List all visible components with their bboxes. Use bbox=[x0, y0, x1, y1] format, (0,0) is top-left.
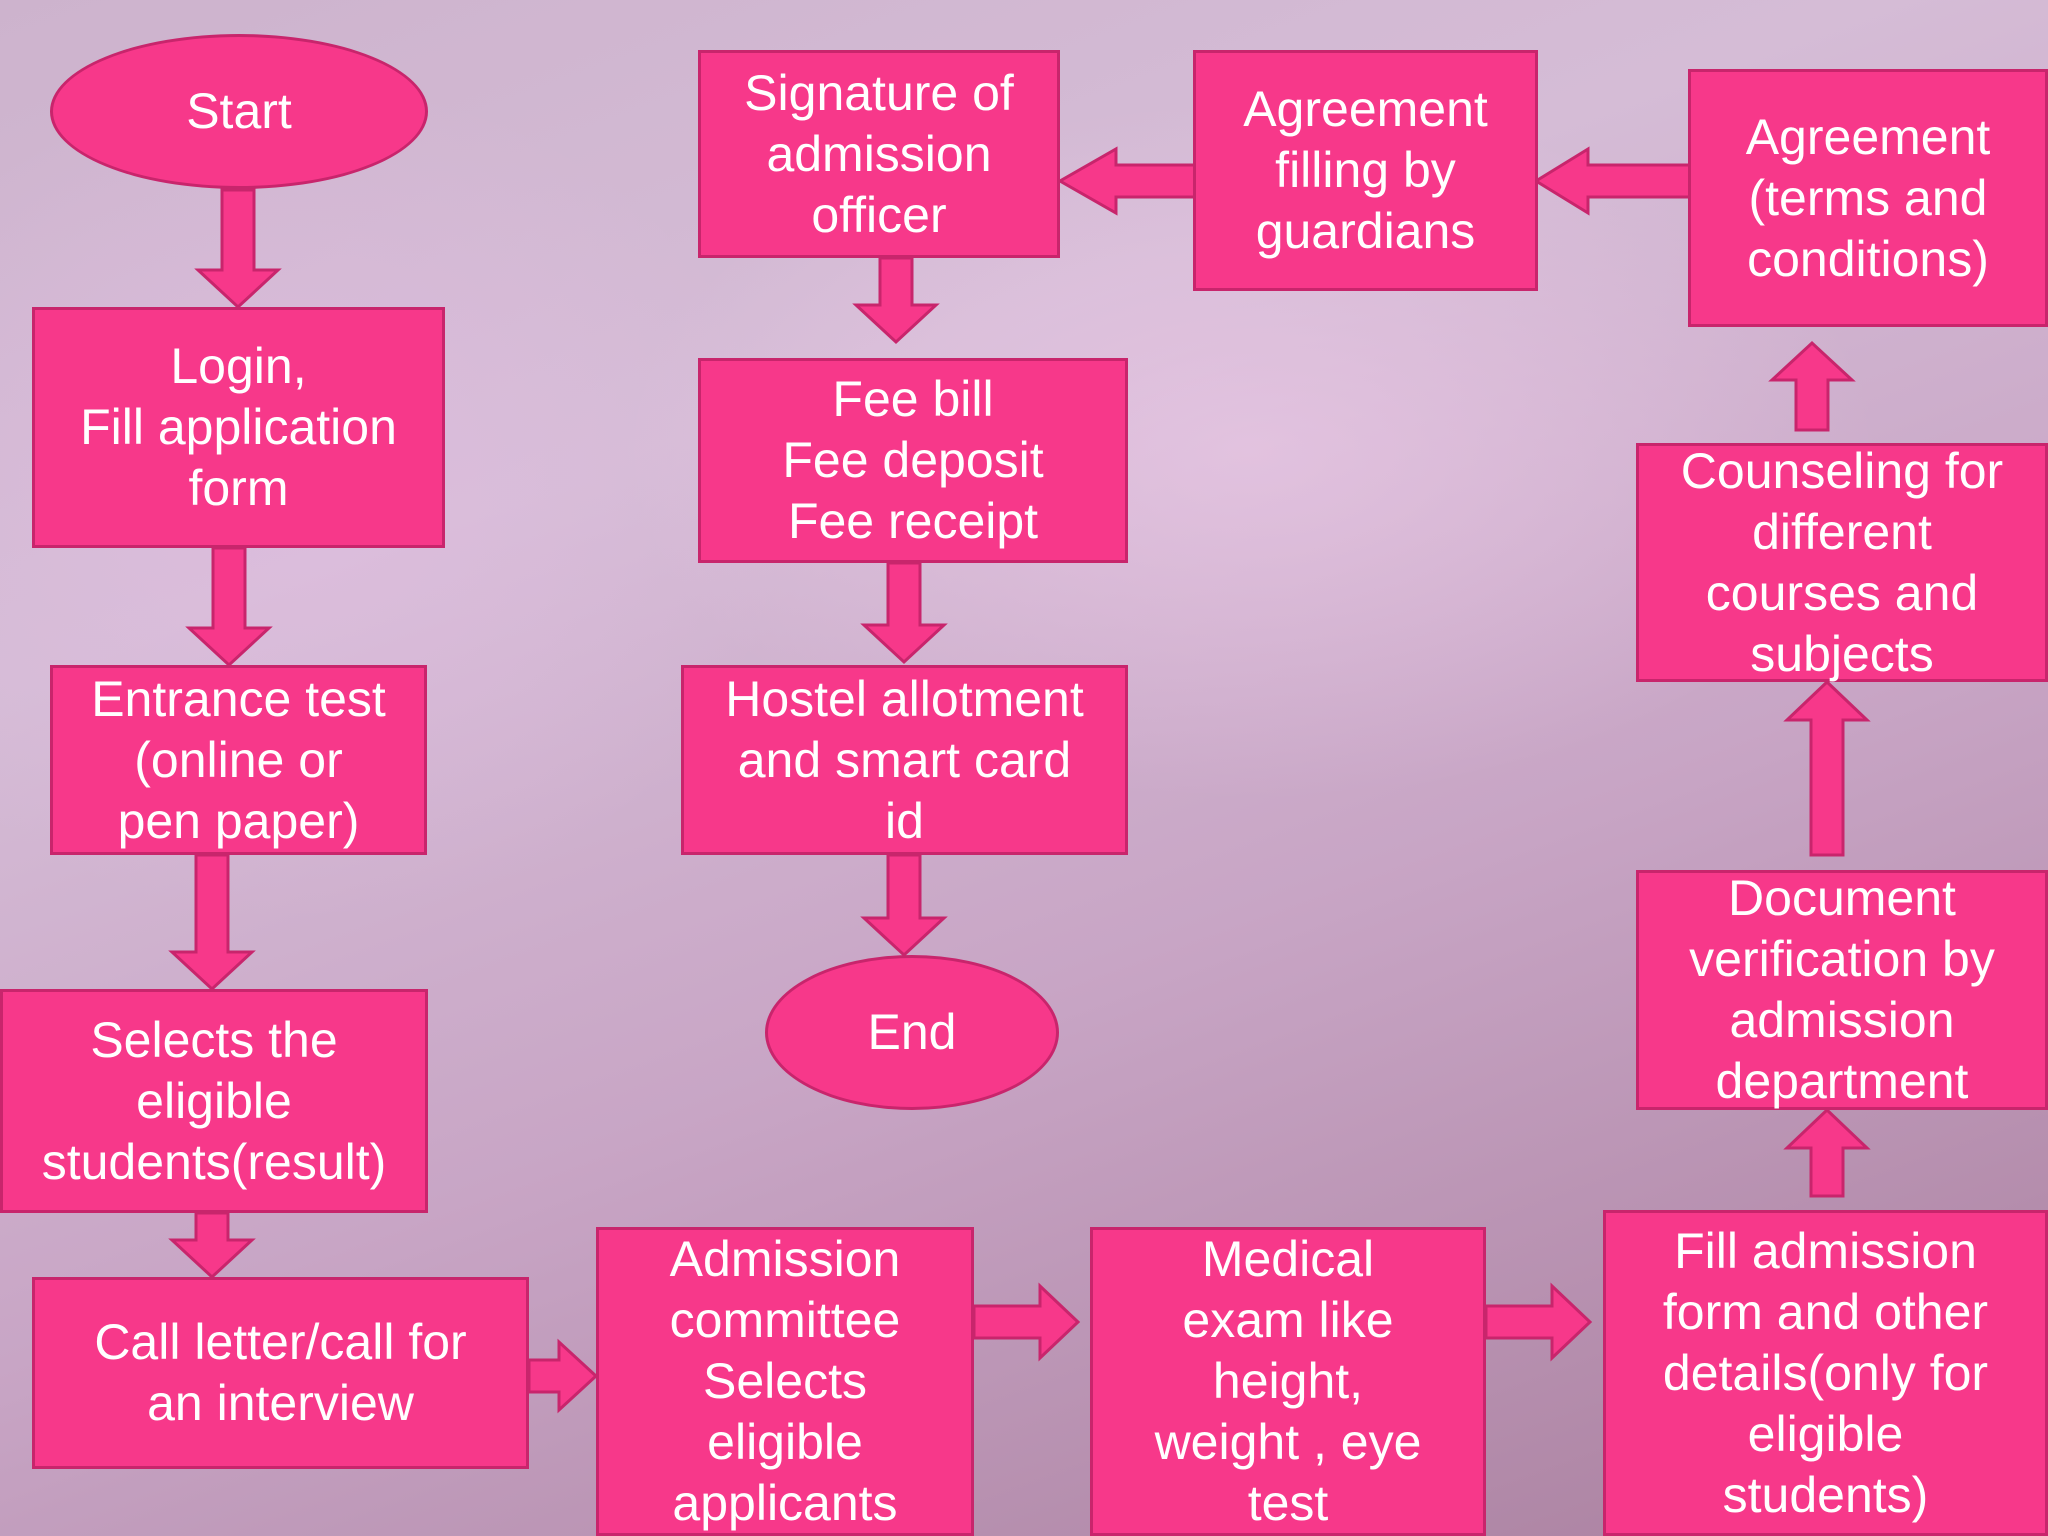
arrow-terms-to-filling bbox=[1533, 146, 1692, 216]
medical-exam-node: Medical exam like height, weight , eye t… bbox=[1090, 1227, 1486, 1536]
arrow-document-to-counseling bbox=[1783, 679, 1871, 857]
document-verification-node: Document verification by admission depar… bbox=[1636, 870, 2048, 1110]
admission-committee-node: Admission committee Selects eligible app… bbox=[596, 1227, 974, 1536]
agreement-terms-node: Agreement (terms and conditions) bbox=[1688, 69, 2048, 327]
arrow-filling-to-signature bbox=[1056, 146, 1197, 216]
arrow-start-to-login bbox=[194, 188, 282, 310]
end-node: End bbox=[765, 955, 1059, 1110]
arrow-call-to-committee bbox=[527, 1338, 599, 1414]
arrow-fill-to-document bbox=[1783, 1107, 1871, 1198]
selects-eligible-node: Selects the eligible students(result) bbox=[0, 989, 428, 1213]
hostel-allotment-node: Hostel allotment and smart card id bbox=[681, 665, 1128, 855]
arrow-hostel-to-end bbox=[860, 853, 948, 958]
arrow-entrance-to-selects bbox=[168, 853, 256, 992]
login-node: Login, Fill application form bbox=[32, 307, 445, 548]
arrow-signature-to-fee bbox=[852, 256, 940, 345]
agreement-filling-node: Agreement filling by guardians bbox=[1193, 50, 1538, 291]
entrance-test-node: Entrance test (online or pen paper) bbox=[50, 665, 427, 855]
arrow-committee-to-medical bbox=[972, 1282, 1081, 1362]
arrow-fee-to-hostel bbox=[860, 561, 948, 665]
signature-officer-node: Signature of admission officer bbox=[698, 50, 1060, 258]
fee-node: Fee bill Fee deposit Fee receipt bbox=[698, 358, 1128, 563]
counseling-node: Counseling for different courses and sub… bbox=[1636, 443, 2048, 682]
start-node: Start bbox=[50, 34, 428, 189]
fill-admission-form-node: Fill admission form and other details(on… bbox=[1603, 1210, 2048, 1536]
arrow-counseling-to-terms bbox=[1768, 340, 1856, 432]
arrow-login-to-entrance bbox=[185, 546, 273, 668]
arrow-medical-to-fill bbox=[1484, 1282, 1593, 1362]
call-letter-node: Call letter/call for an interview bbox=[32, 1277, 529, 1469]
arrow-selects-to-call bbox=[168, 1211, 256, 1280]
